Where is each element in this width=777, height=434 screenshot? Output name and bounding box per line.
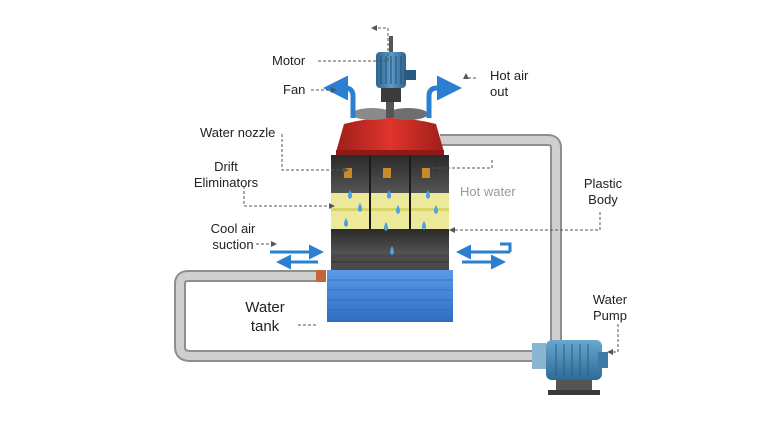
label-hot-air-out-line1: Hot air [490, 68, 529, 83]
label-hot-air-out-line2: out [490, 84, 509, 99]
label-plastic-body-line1: Plastic [583, 176, 623, 191]
label-hot-air-out: Hot air out [490, 68, 528, 100]
tower-top [336, 118, 444, 152]
label-water-tank: Water tank [232, 298, 298, 336]
label-water-pump: Water Pump [584, 292, 636, 324]
label-cool-air-suction-line2: suction [212, 237, 254, 252]
label-cool-air-suction-line1: Cool air [210, 221, 256, 236]
water-pump [532, 340, 608, 395]
motor [376, 36, 416, 102]
label-drift-eliminators-line2: Eliminators [193, 175, 259, 190]
water-drops [344, 190, 438, 255]
label-drift-eliminators-line1: Drift [214, 159, 238, 174]
cool-air-arrows [270, 242, 512, 270]
cooling-tower [327, 118, 453, 322]
label-water-tank-line1: Water [245, 299, 285, 316]
label-water-tank-line2: tank [250, 318, 280, 335]
label-cool-air-suction: Cool air suction [202, 221, 264, 253]
hot-air-arrows [323, 75, 462, 118]
water-nozzles [344, 168, 430, 178]
water-pipe [174, 134, 562, 362]
label-plastic-body-line2: Body [588, 192, 618, 207]
label-water-nozzle: Water nozzle [200, 125, 276, 140]
fan [352, 102, 428, 120]
label-hot-water: Hot water [460, 184, 516, 199]
label-motor: Motor [272, 53, 306, 68]
leader-lines [243, 25, 619, 355]
label-drift-eliminators: Drift Eliminators [188, 159, 264, 191]
label-water-pump-line1: Water [592, 292, 628, 307]
label-plastic-body: Plastic Body [572, 176, 634, 208]
label-water-pump-line2: Pump [593, 308, 627, 323]
water-tank [327, 270, 453, 322]
label-fan: Fan [283, 82, 306, 97]
